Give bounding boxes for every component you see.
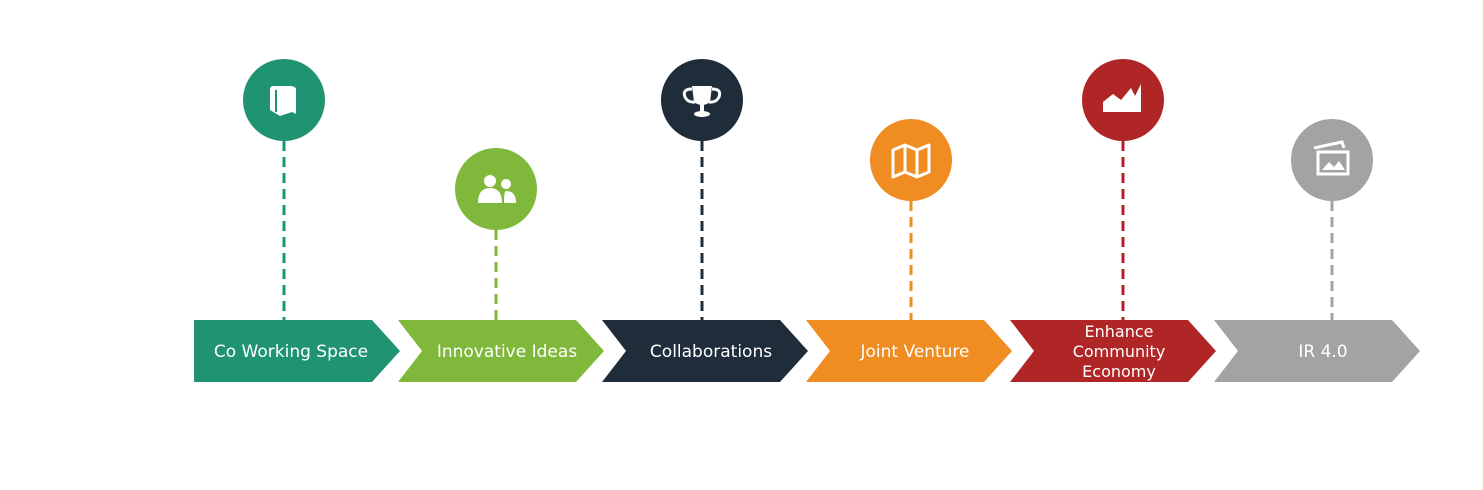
icon-circle-joint-venture — [870, 119, 952, 201]
step-label-co-working-space: Co Working Space — [214, 342, 368, 362]
step-label-enhance-community-economy: Community — [1073, 342, 1166, 361]
trophy-icon — [682, 86, 722, 117]
step-label-enhance-community-economy: Enhance — [1085, 322, 1154, 341]
icon-circle-ir-4-0 — [1291, 119, 1373, 201]
step-arrow-joint-venture — [806, 320, 1012, 382]
icon-circle-innovative-ideas — [455, 148, 537, 230]
area-chart-icon — [1103, 84, 1141, 112]
step-icons — [243, 59, 1373, 230]
step-label-ir-4-0: IR 4.0 — [1298, 342, 1347, 362]
connector-lines — [282, 141, 1334, 320]
step-label-enhance-community-economy: Economy — [1082, 362, 1156, 381]
step-label-joint-venture: Joint Venture — [859, 342, 969, 362]
step-arrow-enhance-community-economy — [1010, 320, 1216, 382]
map-icon — [891, 143, 931, 179]
step-arrow-collaborations — [602, 320, 808, 382]
book-icon — [270, 86, 296, 116]
step-label-collaborations: Collaborations — [650, 342, 772, 362]
step-arrow-ir-4-0 — [1214, 320, 1420, 382]
step-arrows: Co Working Space Innovative Ideas Collabor… — [194, 320, 1420, 382]
step-arrow-innovative-ideas — [398, 320, 604, 382]
step-arrow-co-working-space — [194, 320, 400, 382]
images-icon — [1313, 140, 1350, 176]
step-label-innovative-ideas: Innovative Ideas — [437, 342, 577, 362]
users-icon — [478, 175, 516, 203]
